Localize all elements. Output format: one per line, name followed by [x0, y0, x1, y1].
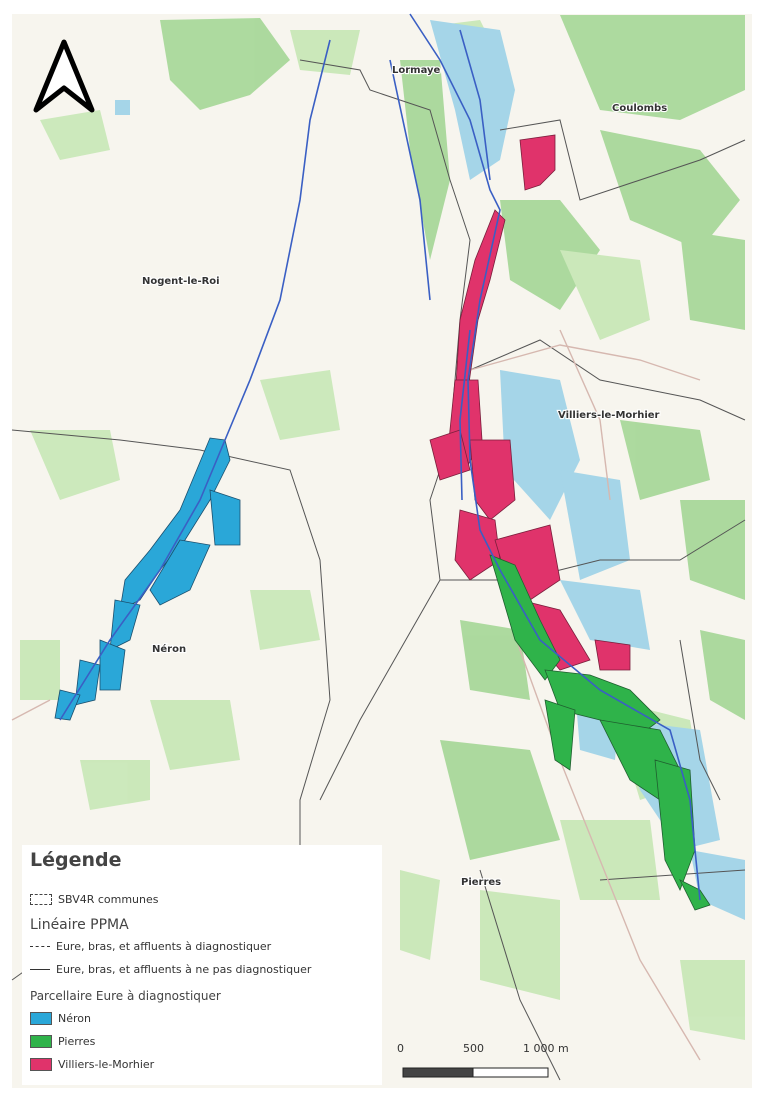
legend-item-to-diagnose: Eure, bras, et affluents à diagnostiquer [30, 940, 271, 953]
scale-label: 0 [397, 1042, 404, 1055]
rivers [59, 13, 701, 901]
legend-item-label: Villiers-le-Morhier [58, 1058, 155, 1071]
commune-boundary-swatch [30, 894, 52, 905]
commune-boundaries [11, 59, 746, 1081]
place-label: Lormaye [392, 65, 441, 76]
villiers-swatch [30, 1058, 52, 1071]
dashed-line-swatch [30, 946, 50, 947]
legend-item-label: Néron [58, 1012, 91, 1025]
parcel-neron[interactable] [54, 437, 241, 721]
legend-item-not-to-diagnose: Eure, bras, et affluents à ne pas diagno… [30, 963, 311, 976]
place-label: Néron [152, 643, 186, 655]
pierres-swatch [30, 1035, 52, 1048]
place-label: Pierres [461, 877, 501, 888]
place-label: Coulombs [612, 103, 667, 114]
legend-panel: Légende SBV4R communes Linéaire PPMA Eur… [22, 845, 382, 1085]
legend-item-label: Pierres [58, 1035, 96, 1048]
place-label: Villiers-le-Morhier [558, 410, 660, 421]
legend-heading-lineaire: Linéaire PPMA [30, 917, 129, 933]
legend-title: Légende [30, 849, 122, 871]
legend-item-label: Eure, bras, et affluents à ne pas diagno… [56, 963, 312, 976]
legend-item-villiers: Villiers-le-Morhier [30, 1058, 154, 1071]
legend-item-neron: Néron [30, 1012, 91, 1025]
scale-bar-graphic [402, 1067, 549, 1078]
legend-item-communes: SBV4R communes [30, 893, 159, 906]
north-arrow-icon [33, 39, 95, 113]
neron-swatch [30, 1012, 52, 1025]
legend-heading-parcellaire: Parcellaire Eure à diagnostiquer [30, 989, 221, 1003]
parcel-pierres[interactable] [489, 554, 711, 911]
scale-label: 500 [463, 1042, 484, 1055]
place-labels: Lormaye Coulombs Nogent-le-Roi Villiers-… [141, 64, 668, 889]
legend-item-label: Eure, bras, et affluents à diagnostiquer [56, 940, 272, 953]
scale-label: 1 000 m [523, 1042, 569, 1055]
legend-item-pierres: Pierres [30, 1035, 95, 1048]
place-label: Nogent-le-Roi [142, 276, 220, 287]
solid-line-swatch [30, 969, 50, 970]
legend-item-label: SBV4R communes [58, 893, 159, 906]
scale-bar: 0 500 1 000 m [395, 1042, 569, 1082]
